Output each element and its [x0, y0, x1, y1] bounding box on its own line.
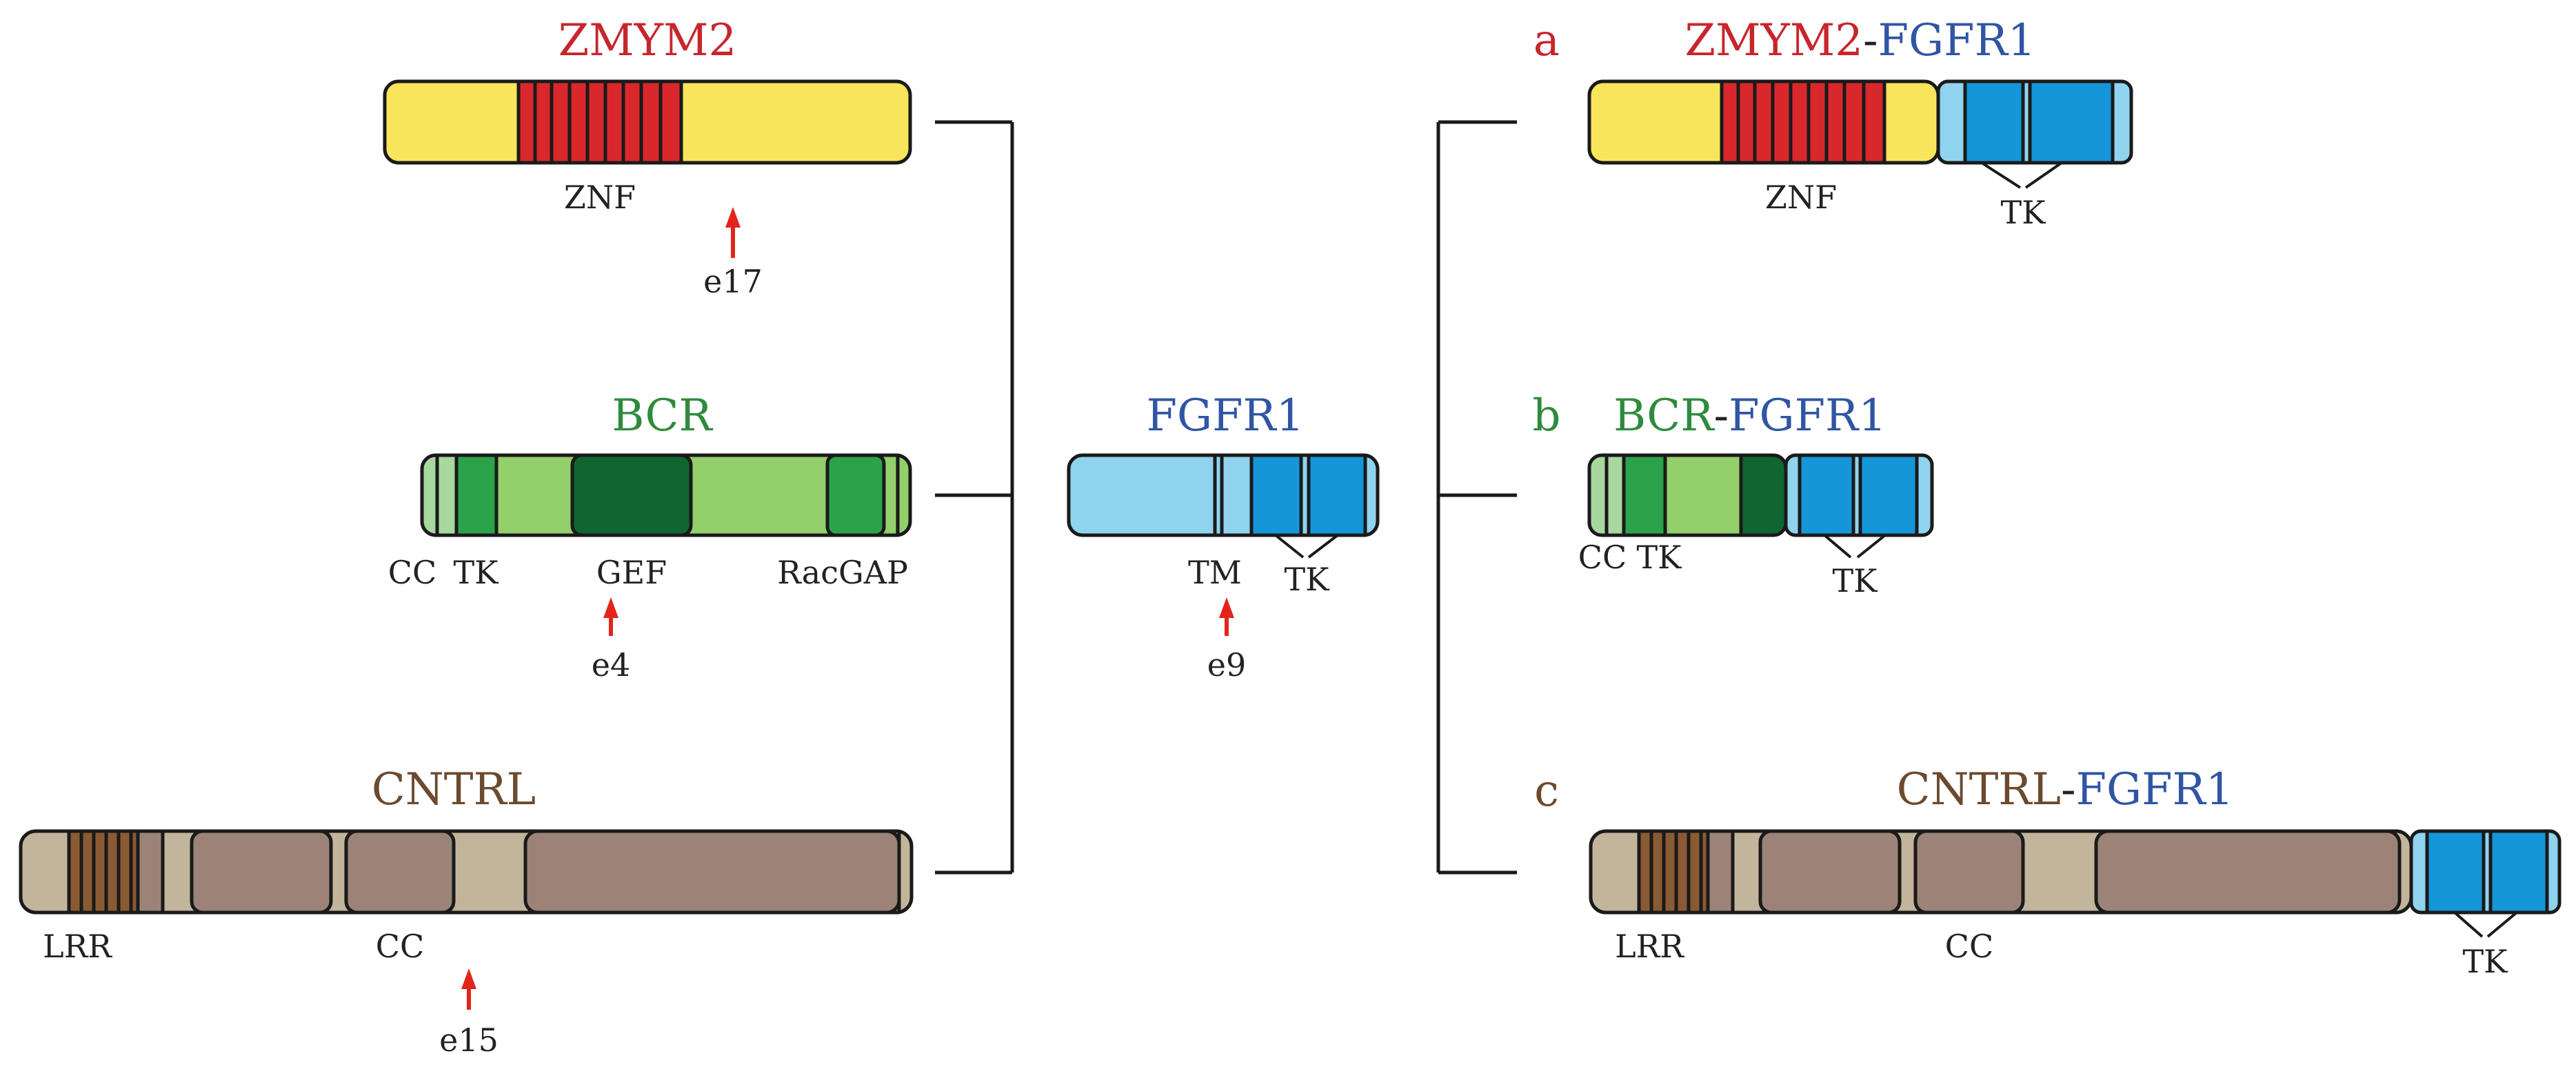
fusion-a-fgfr1: FGFR1	[1878, 15, 2036, 66]
fusion-c-tk-block-1	[2427, 831, 2484, 913]
fusion-b-title: BCR-FGFR1	[1613, 390, 1886, 441]
right-bracket	[1436, 120, 1517, 875]
fgfr1-breakpoint-arrow	[1219, 597, 1234, 636]
fgfr1-tk-bracket	[1274, 534, 1339, 559]
fgfr1-tm-label: TM	[1188, 554, 1242, 591]
fusion-c-fgfr1-outline	[2409, 829, 2562, 915]
zmym2-title: ZMYM2	[559, 15, 737, 66]
cntrl-title: CNTRL	[372, 764, 536, 815]
fgfr1-tk-block-1	[1251, 455, 1301, 535]
fusion-a-fgfr1-outline	[1936, 79, 2133, 165]
bcr-racgap-label: RacGAP	[777, 554, 908, 591]
bcr-cc-label: CC	[388, 554, 436, 591]
cntrl-protein: CNTRL LRR CC e15	[19, 764, 914, 1059]
bcr-breakpoint-label: e4	[592, 646, 631, 684]
bcr-tk-label: TK	[453, 554, 499, 591]
fusion-b-dash: -	[1713, 390, 1729, 441]
bcr-protein: BCR CC TK GEF RacGAP e4	[388, 390, 912, 684]
fusion-c-partner: CNTRL	[1897, 764, 2061, 815]
fgfr1-protein: FGFR1 TM TK e9	[1067, 390, 1380, 684]
fusion-b-tk-block	[1624, 455, 1665, 535]
fusion-a-tk-block-2	[2030, 81, 2113, 163]
fusion-c-domain-3	[2096, 831, 2399, 913]
bcr-cc-block	[422, 455, 456, 535]
fusion-b-gef-block	[1741, 455, 1786, 535]
left-bracket	[935, 120, 1014, 875]
bcr-tk-block	[456, 455, 496, 535]
cntrl-domain-3	[525, 831, 899, 913]
zmym2-znf-label: ZNF	[564, 179, 636, 216]
fusion-c-tk-label: TK	[2462, 943, 2508, 980]
fusion-a-znf-label: ZNF	[1765, 179, 1837, 216]
bcr-gef-block	[572, 455, 691, 535]
fusion-c: c CNTRL-FGFR1	[1534, 764, 2562, 980]
fusion-c-domain-1	[1760, 831, 1900, 913]
fusion-b-tk-label-left: TK	[1636, 539, 1682, 576]
bcr-title: BCR	[612, 390, 713, 441]
fusion-b-fgfr1: FGFR1	[1729, 390, 1886, 441]
fusion-c-lrr-label: LRR	[1615, 928, 1684, 965]
fusion-b-tk-block-2	[1860, 455, 1917, 535]
zmym2-protein: ZMYM2 ZNF e17	[383, 15, 912, 300]
fusion-a-znf-stripes	[1720, 81, 1886, 163]
zmym2-znf-stripes	[516, 81, 683, 163]
cntrl-breakpoint-label: e15	[439, 1021, 499, 1059]
fgfr1-title: FGFR1	[1147, 390, 1305, 441]
fusion-c-cc-block	[1915, 831, 2023, 913]
fusion-a-partner: ZMYM2	[1685, 15, 1864, 66]
fgfr1-breakpoint-label: e9	[1207, 646, 1247, 684]
cntrl-breakpoint-arrow	[461, 968, 476, 1010]
fusion-b: b BCR-FGFR1 CC TK	[1533, 390, 1934, 599]
cntrl-lrr-block	[69, 831, 138, 913]
fgfr1-tk-block-2	[1309, 455, 1365, 535]
fusion-c-fgfr1: FGFR1	[2076, 764, 2234, 815]
bcr-outline	[420, 453, 912, 537]
zmym2-breakpoint-arrow	[725, 207, 741, 258]
cntrl-domain-1	[192, 831, 331, 913]
fusion-a-letter: a	[1533, 15, 1560, 66]
fgfr1-outline	[1067, 453, 1380, 537]
fusion-c-cc-label: CC	[1945, 928, 1993, 965]
fusion-c-letter: c	[1534, 766, 1559, 817]
bcr-dividers	[435, 455, 900, 535]
fusion-a-title: ZMYM2-FGFR1	[1685, 15, 2036, 66]
fusion-a-tk-label: TK	[2000, 194, 2046, 231]
zmym2-outline	[383, 79, 912, 165]
cntrl-outline	[19, 829, 914, 915]
fusion-c-title: CNTRL-FGFR1	[1897, 764, 2234, 815]
fusion-c-dash: -	[2061, 764, 2076, 815]
zmym2-breakpoint-label: e17	[703, 263, 763, 300]
fusion-b-tk-label: TK	[1832, 562, 1878, 599]
bcr-gef-label: GEF	[596, 554, 667, 591]
fusion-b-partner: BCR	[1613, 390, 1715, 441]
fusion-b-tk-bracket	[1823, 534, 1886, 559]
fusion-a-tk-bracket	[1980, 161, 2063, 189]
cntrl-cc-label: CC	[376, 928, 424, 965]
fusion-b-cc-label: CC	[1578, 539, 1627, 576]
fusion-a-znf-block	[1722, 81, 1884, 163]
fusion-c-lrr-block	[1639, 831, 1708, 913]
fusion-b-letter: b	[1533, 390, 1561, 441]
fusion-a: a ZMYM2-FGFR1 ZNF	[1533, 15, 2133, 231]
bcr-breakpoint-arrow	[603, 597, 618, 636]
bcr-racgap-block	[827, 455, 884, 535]
fgfr1-dividers	[1213, 455, 1367, 535]
fusion-b-tk-block-1	[1800, 455, 1853, 535]
fgfr1-tk-label: TK	[1284, 561, 1330, 598]
cntrl-cc-block	[346, 831, 454, 913]
cntrl-lrr-label: LRR	[43, 928, 112, 965]
fusion-c-tk-bracket	[2453, 911, 2518, 938]
zmym2-znf-block	[519, 81, 681, 163]
fusion-a-tk-block-1	[1965, 81, 2023, 163]
fusion-c-tk-block-2	[2491, 831, 2547, 913]
fusion-a-dash: -	[1863, 15, 1878, 66]
fusion-b-fgfr1-outline	[1784, 453, 1934, 537]
